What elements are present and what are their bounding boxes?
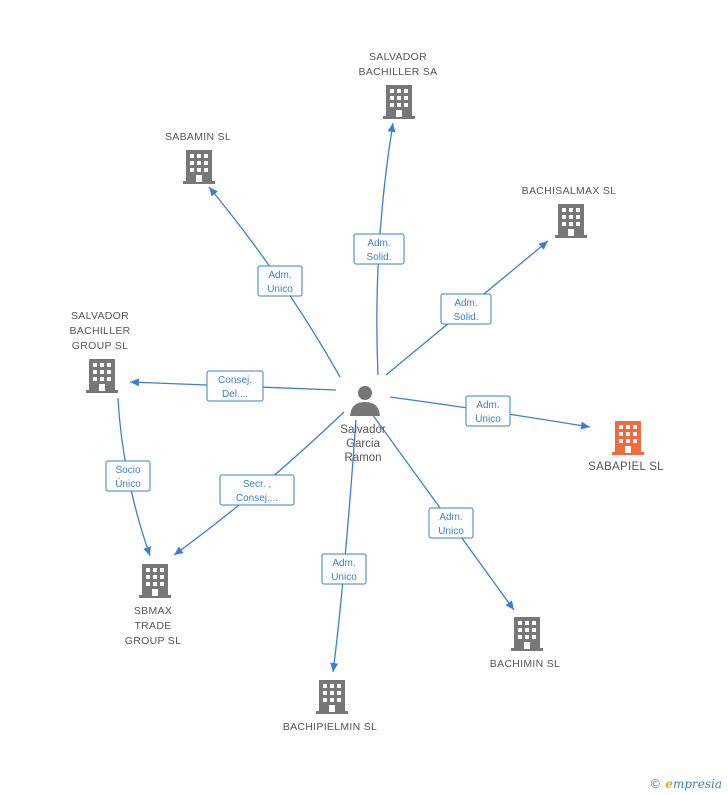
company-label: SABAMIN SL <box>165 131 231 143</box>
company-label: SALVADOR <box>71 310 129 322</box>
relation-label-box <box>465 395 511 427</box>
company-label: SALVADOR <box>369 51 427 63</box>
relation-label-sabamin-sl[interactable]: Adm. Unico <box>257 265 303 297</box>
relation-label-text: Unico <box>267 284 293 295</box>
brand-initial: e <box>665 777 673 791</box>
relation-label-salvador-bachiller-sa[interactable]: Adm. Solid. <box>353 233 405 265</box>
relation-label-text: Solid. <box>453 312 478 323</box>
relation-label-text: Adm. <box>332 558 355 569</box>
person-label: Garcia <box>346 438 380 450</box>
relation-label-box <box>321 553 367 585</box>
company-label: BACHILLER SA <box>359 66 438 78</box>
company-label: GROUP SL <box>72 340 128 352</box>
company-label: BACHISALMAX SL <box>522 185 617 197</box>
relation-label-text: Solid. <box>366 252 391 263</box>
relation-label-text: Consej.... <box>236 493 278 504</box>
company-node-bachimin-sl[interactable]: BACHIMIN SL <box>490 617 560 670</box>
company-label: BACHIPIELMIN SL <box>283 721 377 733</box>
relation-label-text: Adm. <box>367 238 390 249</box>
building-icon <box>511 617 543 651</box>
person-icon <box>350 386 380 416</box>
building-icon <box>183 150 215 184</box>
relation-label-text: Unico <box>438 526 464 537</box>
person-label: Salvador <box>340 424 386 436</box>
relation-label-bachimin-sl[interactable]: Adm. Unico <box>428 507 474 539</box>
relation-label-text: Unico <box>331 572 357 583</box>
relation-label-text: Único <box>115 477 141 490</box>
company-node-sabapiel-sl[interactable]: SABAPIEL SL <box>588 421 664 473</box>
company-node-sabamin-sl[interactable]: SABAMIN SL <box>165 131 231 184</box>
relation-label-box <box>353 233 405 265</box>
relation-label-box <box>428 507 474 539</box>
person-label: Ramon <box>344 452 381 464</box>
company-node-salvador-bachiller-sa[interactable]: SALVADOR BACHILLER SA <box>359 51 438 119</box>
copyright-symbol: © <box>649 777 662 791</box>
empresia-logo: ©empresia <box>649 777 722 791</box>
company-label: BACHIMIN SL <box>490 658 560 670</box>
relation-label-text: Secr. , <box>243 479 271 490</box>
brand-name: mpresia <box>672 777 722 791</box>
building-icon <box>86 359 118 393</box>
relation-label-bachipielmin-sl[interactable]: Adm. Unico <box>321 553 367 585</box>
relation-label-text: Adm. <box>476 400 499 411</box>
relation-label-sbmax-trade-group-sl[interactable]: Secr. , Consej.... <box>219 474 295 506</box>
relation-label-box <box>440 293 492 325</box>
relation-label-box <box>105 460 151 492</box>
building-icon <box>612 421 644 455</box>
company-label: TRADE <box>134 620 171 632</box>
building-icon <box>139 564 171 598</box>
relation-label-text: Socio <box>115 465 140 476</box>
company-label: BACHILLER <box>69 325 130 337</box>
company-label: SABAPIEL SL <box>588 461 664 473</box>
relation-label-box <box>219 474 295 506</box>
relation-label-salvador-bachiller-group-sl[interactable]: Consej. Del.... <box>206 370 264 402</box>
relation-label-text: Adm. <box>454 298 477 309</box>
company-label: SBMAX <box>134 605 172 617</box>
relation-label-bachisalmax-sl[interactable]: Adm. Solid. <box>440 293 492 325</box>
relation-label-text: Adm. <box>439 512 462 523</box>
company-node-salvador-bachiller-group-sl[interactable]: SALVADOR BACHILLER GROUP SL <box>69 310 130 393</box>
company-node-bachipielmin-sl[interactable]: BACHIPIELMIN SL <box>283 680 377 733</box>
building-icon <box>316 680 348 714</box>
building-icon <box>383 85 415 119</box>
relation-label-box <box>206 370 264 402</box>
relation-label-sabapiel-sl[interactable]: Adm. Unico <box>465 395 511 427</box>
building-icon <box>555 204 587 238</box>
relation-label-text: Unico <box>475 414 501 425</box>
relation-label-text: Del.... <box>222 389 248 400</box>
company-node-bachisalmax-sl[interactable]: BACHISALMAX SL <box>522 185 617 238</box>
relation-label-box <box>257 265 303 297</box>
relation-label-text: Consej. <box>218 375 252 386</box>
company-label: GROUP SL <box>125 635 181 647</box>
relation-label-text: Adm. <box>268 270 291 281</box>
company-node-sbmax-trade-group-sl[interactable]: SBMAX TRADE GROUP SL <box>125 564 181 647</box>
